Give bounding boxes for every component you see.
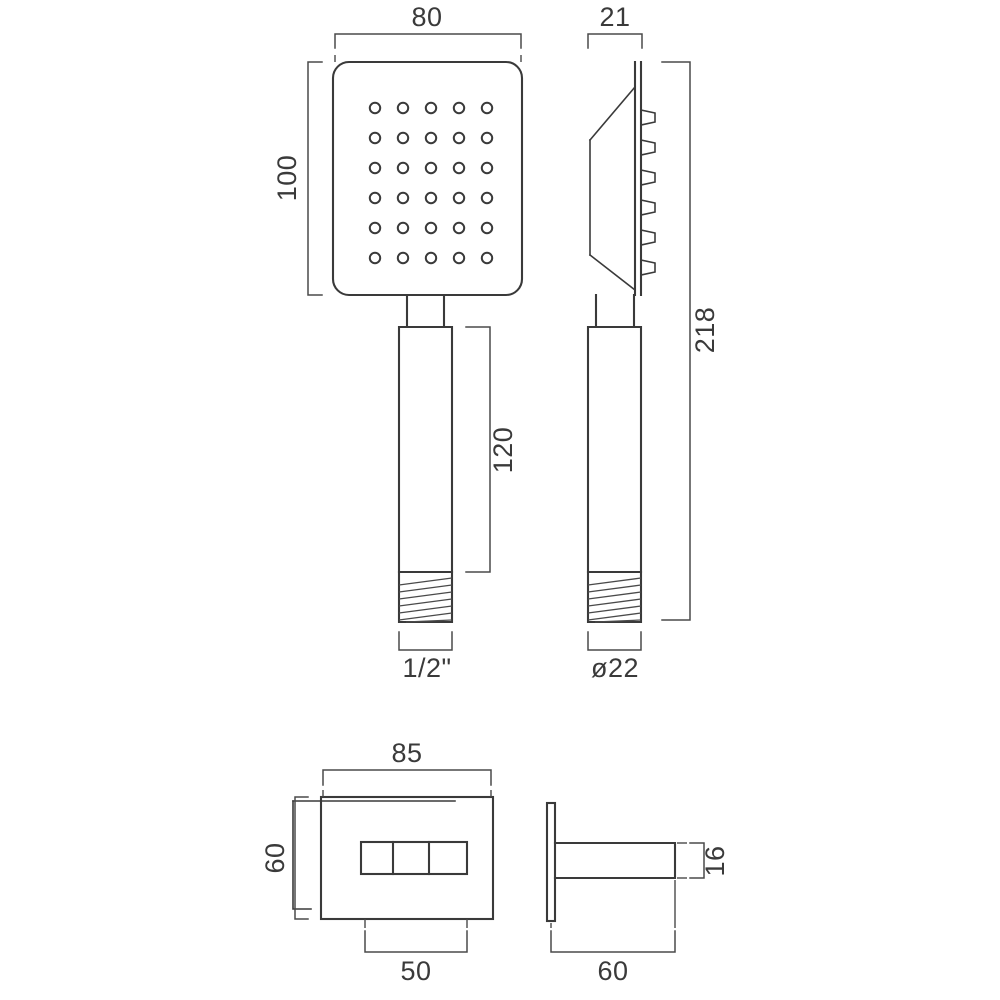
nozzle-hole — [424, 161, 438, 175]
thread-body-side — [586, 570, 643, 624]
nozzle-hole — [368, 161, 382, 175]
nozzle-hole — [424, 221, 438, 235]
nozzle-hole — [424, 191, 438, 205]
nozzle-hole — [396, 251, 410, 265]
dimension-label-100: 100 — [272, 155, 302, 202]
shower-head-faceplate-edge — [633, 60, 643, 297]
nozzle-hole — [452, 251, 466, 265]
nozzle-hole — [368, 221, 382, 235]
nozzle-tip — [640, 139, 656, 156]
bracket-inner-frame — [359, 840, 469, 876]
nozzle-hole-grid — [368, 101, 494, 265]
nozzle-hole — [480, 221, 494, 235]
shower-handle-barrel-side — [586, 325, 643, 574]
nozzle-tip — [640, 109, 656, 126]
nozzle-hole — [452, 161, 466, 175]
shower-handle-barrel — [397, 325, 454, 574]
nozzle-hole — [368, 191, 382, 205]
dimension-head-depth: 21 — [587, 2, 643, 49]
nozzle-hole — [424, 251, 438, 265]
bracket-wall-plate — [545, 801, 557, 923]
bracket-backplate-offset — [292, 800, 312, 910]
dimension-head-height: 100 — [272, 61, 323, 296]
threaded-outlet-front — [397, 570, 454, 624]
dimension-label-21: 21 — [599, 2, 630, 32]
nozzle-hole — [452, 191, 466, 205]
dimension-arm-height: 16 — [677, 842, 730, 879]
dimension-bracket-height: 60 — [260, 796, 309, 920]
dimension-handle-length: 120 — [465, 326, 518, 573]
nozzle-hole — [396, 221, 410, 235]
dimension-outlet-diameter: ø22 — [587, 631, 642, 683]
dimension-head-width: 80 — [334, 2, 522, 62]
nozzle-hole — [480, 191, 494, 205]
bracket-arm — [553, 841, 677, 880]
dimension-label-218: 218 — [690, 307, 720, 354]
nozzle-hole — [452, 101, 466, 115]
nozzle-hole — [452, 131, 466, 145]
nozzle-hole — [480, 251, 494, 265]
shower-head-taper-top — [588, 85, 637, 142]
dimension-bracket-projection: 60 — [550, 880, 676, 986]
dimension-overall-length: 218 — [661, 61, 720, 621]
view-wall-bracket-side: 16 60 — [545, 801, 730, 986]
nozzle-hole — [424, 101, 438, 115]
nozzle-hole — [396, 131, 410, 145]
thread-hatching-side — [587, 577, 642, 623]
nozzle-hole — [480, 131, 494, 145]
view-hand-shower-front: 80 100 120 1/2" — [272, 2, 524, 683]
dimension-bracket-inner-width: 50 — [364, 919, 468, 986]
shower-neck — [405, 293, 446, 329]
nozzle-hole — [396, 161, 410, 175]
dimension-label-60-height: 60 — [260, 842, 290, 873]
nozzle-hole — [480, 101, 494, 115]
nozzle-hole — [368, 101, 382, 115]
nozzle-hole — [452, 221, 466, 235]
nozzle-tip — [640, 229, 656, 246]
bracket-inner-detail — [359, 840, 469, 876]
shower-head-taper-bottom — [588, 253, 637, 292]
nozzle-hole — [424, 131, 438, 145]
dimension-label-80: 80 — [411, 2, 442, 32]
nozzle-hole — [396, 101, 410, 115]
nozzle-tip — [640, 259, 656, 276]
bracket-front-plate — [319, 795, 495, 921]
view-hand-shower-side: 21 218 ø22 — [586, 2, 720, 683]
view-wall-bracket-front: 85 60 50 — [260, 738, 495, 986]
dimension-label-half-inch: 1/2" — [402, 653, 451, 683]
nozzle-tip — [640, 169, 656, 186]
dimension-label-16: 16 — [700, 845, 730, 876]
dimension-label-60-projection: 60 — [597, 956, 628, 986]
shower-neck-side — [594, 293, 636, 329]
nozzle-hole — [480, 161, 494, 175]
dimension-label-120: 120 — [488, 427, 518, 474]
dimension-bracket-width: 85 — [322, 738, 492, 797]
shower-head-faceplate — [331, 60, 524, 297]
nozzle-hole — [368, 251, 382, 265]
dimension-label-d22: ø22 — [591, 653, 639, 683]
thread-hatching — [398, 577, 453, 623]
dimension-label-50: 50 — [400, 956, 431, 986]
thread-body — [397, 570, 454, 624]
nozzle-hole — [368, 131, 382, 145]
nozzle-tip — [640, 199, 656, 216]
nozzle-hole — [396, 191, 410, 205]
threaded-outlet-side — [586, 570, 643, 624]
dimension-thread-size: 1/2" — [398, 631, 453, 683]
dimension-label-85: 85 — [391, 738, 422, 768]
side-nozzle-tips — [640, 109, 656, 276]
